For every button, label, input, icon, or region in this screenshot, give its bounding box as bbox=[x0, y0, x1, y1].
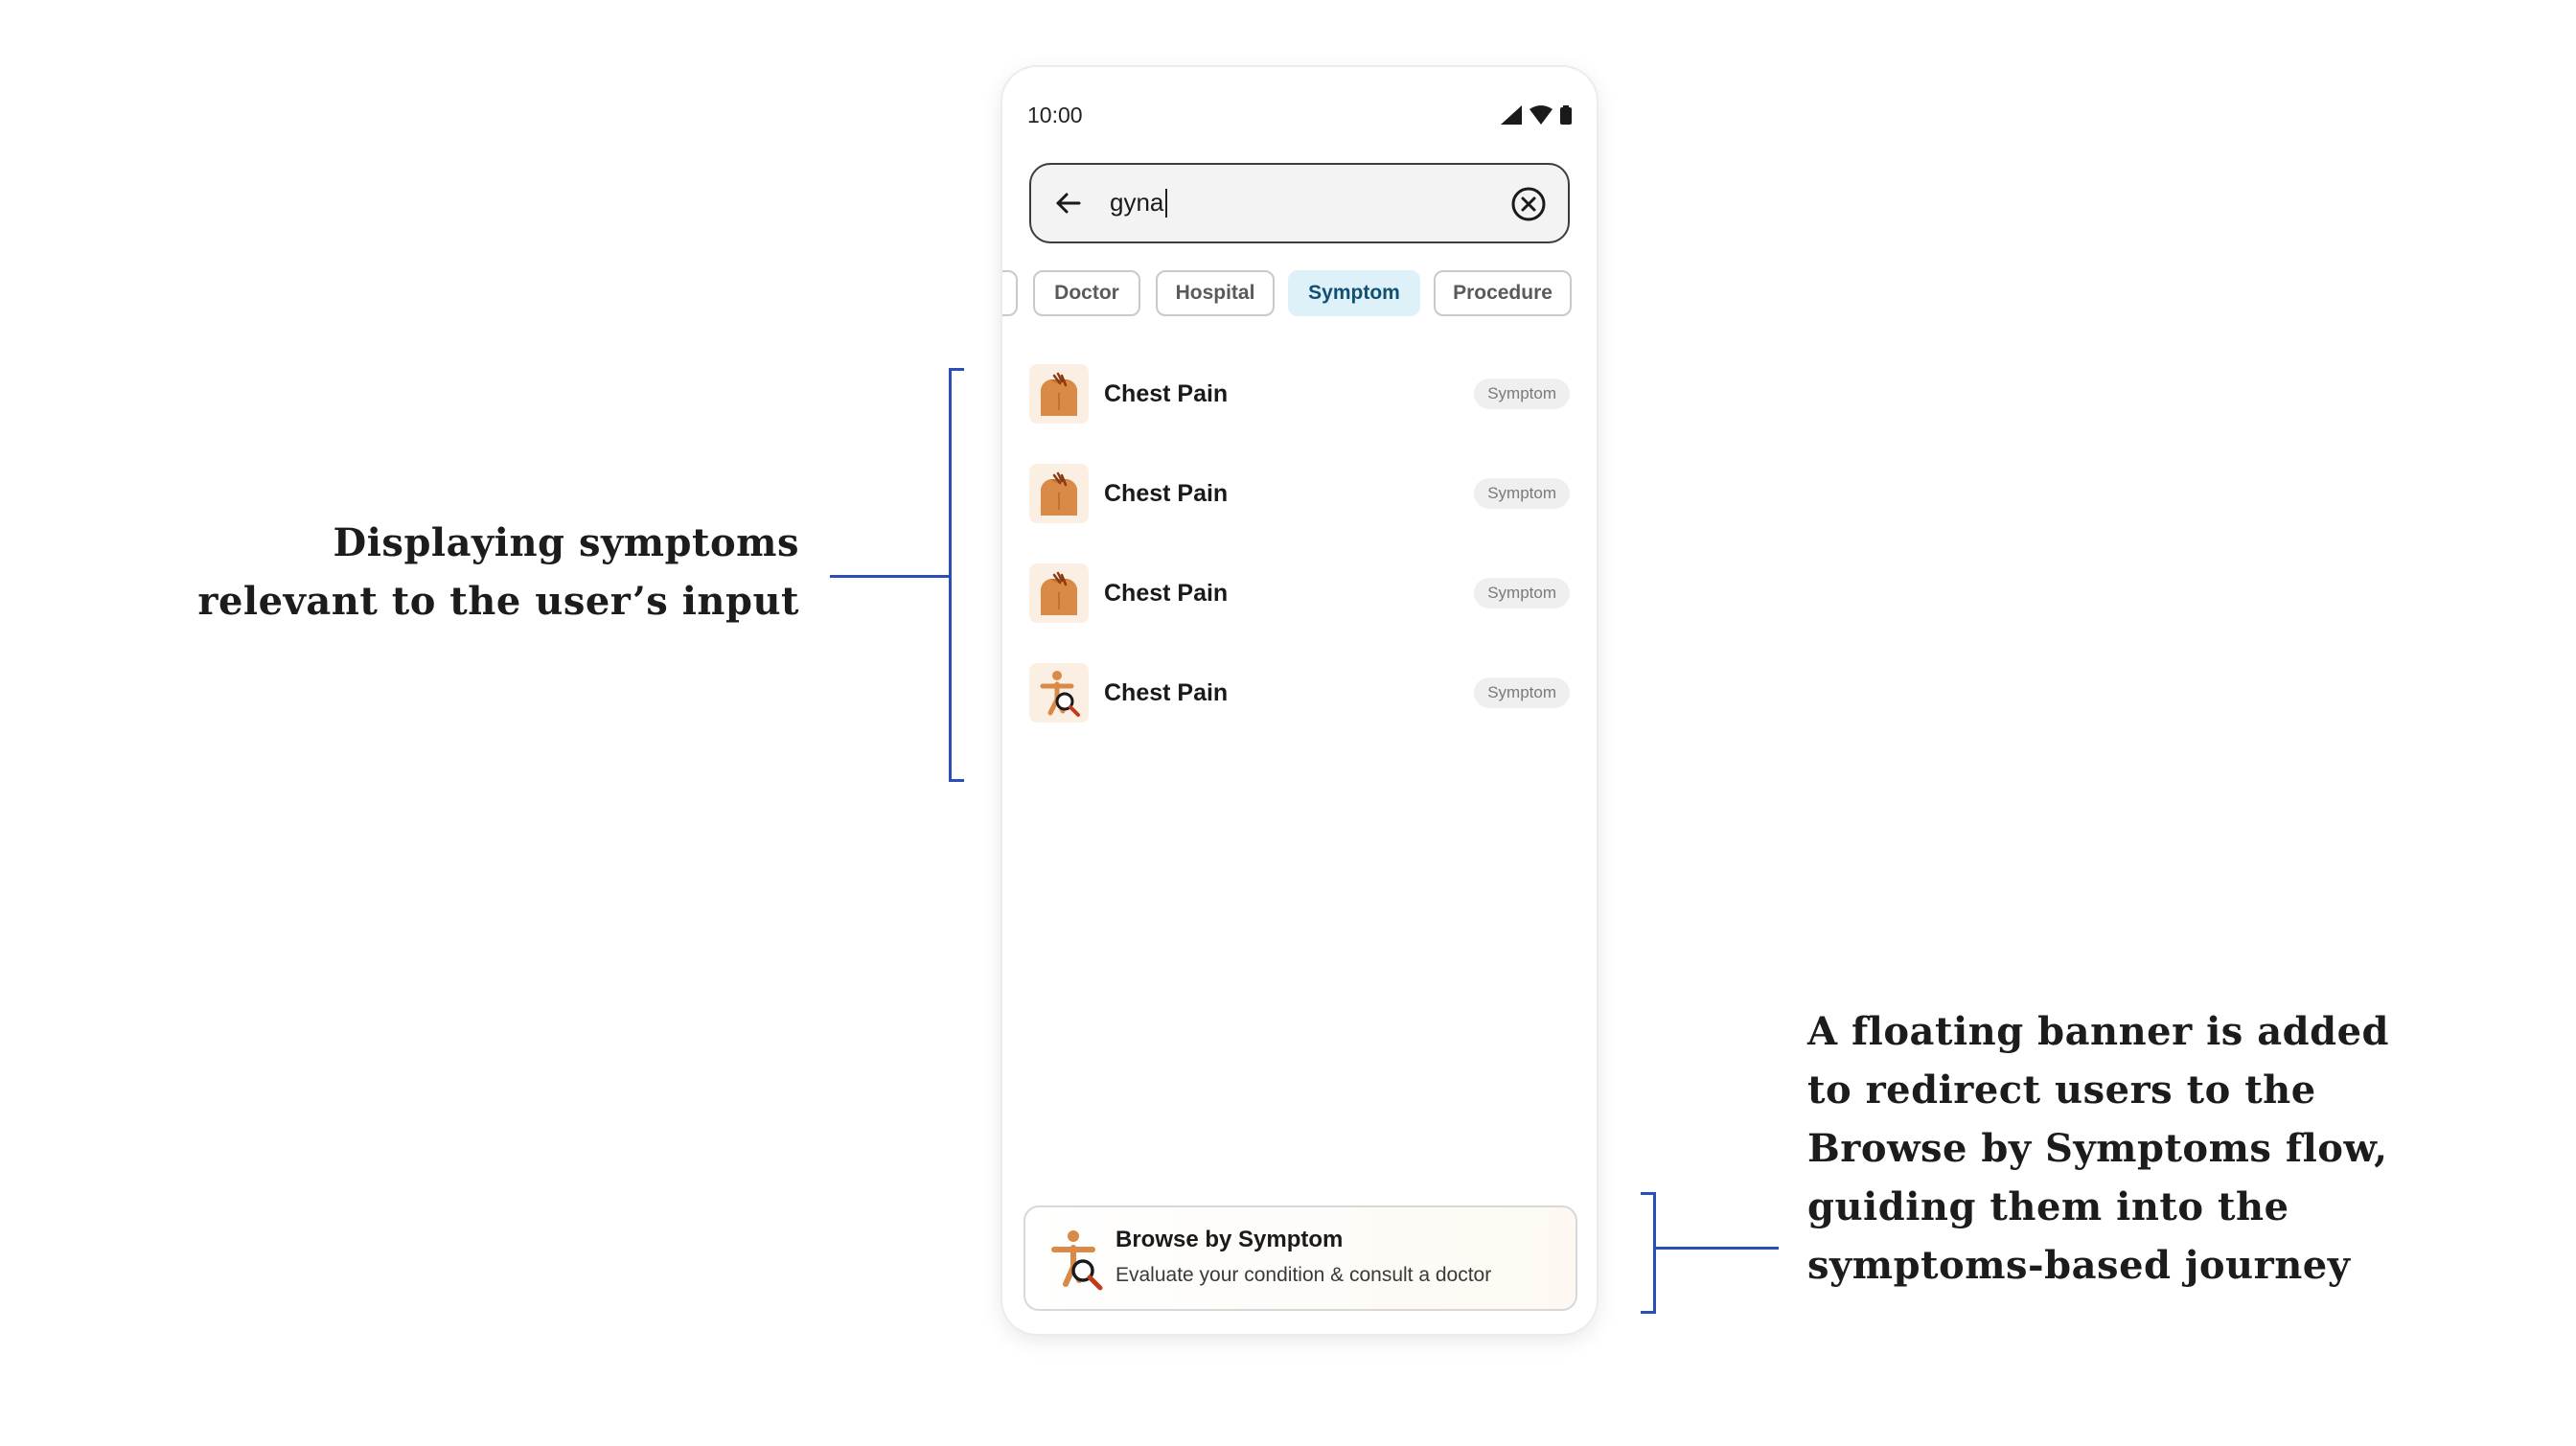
annotation-connector-right bbox=[1656, 1247, 1779, 1250]
result-type-badge: Symptom bbox=[1474, 478, 1570, 509]
annotation-line: to redirect users to the bbox=[1807, 1067, 2316, 1113]
phone-screen: 10:00 gyna bbox=[1002, 67, 1597, 1334]
annotation-bracket-right bbox=[1641, 1192, 1656, 1314]
filter-chip-hospital[interactable]: Hospital bbox=[1156, 270, 1275, 316]
result-label: Chest Pain bbox=[1104, 479, 1229, 507]
result-row[interactable]: Chest Pain Symptom bbox=[1029, 661, 1570, 724]
status-icons bbox=[1501, 105, 1572, 125]
person-search-icon bbox=[1051, 1230, 1103, 1291]
filter-chip-symptom[interactable]: Symptom bbox=[1288, 270, 1420, 316]
result-type-badge: Symptom bbox=[1474, 379, 1570, 409]
filter-chip-doctor[interactable]: Doctor bbox=[1033, 270, 1140, 316]
result-type-badge: Symptom bbox=[1474, 578, 1570, 608]
banner-title: Browse by Symptom bbox=[1116, 1227, 1344, 1252]
signal-icon bbox=[1501, 105, 1522, 125]
result-label: Chest Pain bbox=[1104, 579, 1229, 607]
filter-chips: Doctor Hospital Symptom Procedure bbox=[1002, 270, 1597, 318]
filter-chip-procedure[interactable]: Procedure bbox=[1434, 270, 1572, 316]
torso-pain-icon bbox=[1029, 563, 1089, 623]
clear-circle-icon[interactable] bbox=[1510, 186, 1547, 222]
status-time: 10:00 bbox=[1027, 102, 1083, 127]
annotation-bracket-left bbox=[949, 368, 964, 782]
annotation-connector-left bbox=[830, 575, 949, 578]
wifi-icon bbox=[1530, 105, 1552, 125]
search-input[interactable]: gyna bbox=[1110, 188, 1168, 218]
battery-icon bbox=[1560, 105, 1572, 125]
torso-pain-icon bbox=[1029, 464, 1089, 523]
annotation-floating-banner: A floating banner is added to redirect u… bbox=[1807, 1002, 2421, 1295]
result-type-badge: Symptom bbox=[1474, 677, 1570, 708]
search-bar[interactable]: gyna bbox=[1029, 163, 1570, 243]
annotation-line: Browse by Symptoms flow, bbox=[1807, 1126, 2388, 1171]
text-caret bbox=[1165, 188, 1168, 218]
search-input-value: gyna bbox=[1110, 188, 1164, 217]
annotation-line: guiding them into the bbox=[1807, 1184, 2289, 1229]
person-search-icon bbox=[1029, 663, 1089, 723]
annotation-line: symptoms-based journey bbox=[1807, 1243, 2351, 1288]
torso-pain-icon bbox=[1029, 364, 1089, 424]
result-label: Chest Pain bbox=[1104, 678, 1229, 706]
arrow-left-icon[interactable] bbox=[1054, 189, 1083, 218]
browse-by-symptom-banner[interactable]: Browse by Symptom Evaluate your conditio… bbox=[1024, 1205, 1577, 1311]
banner-subtitle: Evaluate your condition & consult a doct… bbox=[1116, 1264, 1492, 1286]
annotation-line: A floating banner is added bbox=[1807, 1009, 2390, 1054]
annotation-symptoms-relevant: Displaying symptoms relevant to the user… bbox=[182, 514, 799, 631]
result-row[interactable]: Chest Pain Symptom bbox=[1029, 462, 1570, 525]
annotation-line: relevant to the user’s input bbox=[197, 579, 799, 624]
result-label: Chest Pain bbox=[1104, 379, 1229, 407]
result-row[interactable]: Chest Pain Symptom bbox=[1029, 362, 1570, 425]
annotation-line: Displaying symptoms bbox=[333, 520, 799, 565]
result-row[interactable]: Chest Pain Symptom bbox=[1029, 562, 1570, 625]
status-bar: 10:00 bbox=[1027, 96, 1572, 134]
filter-chip-partial[interactable] bbox=[1002, 270, 1018, 316]
